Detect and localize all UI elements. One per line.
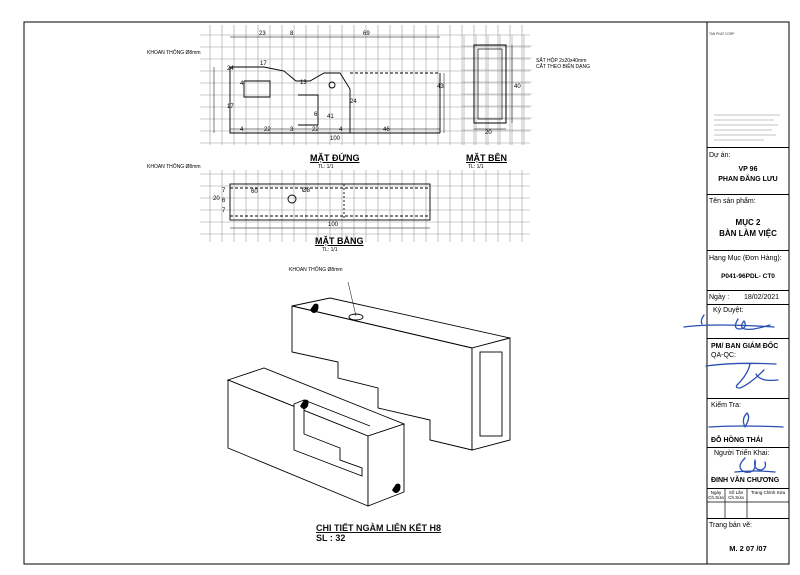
material-note: CẮT THEO BIÊN DẠNG — [536, 64, 590, 70]
title-block-divider — [707, 250, 789, 251]
title-block-divider — [707, 398, 789, 399]
dim-label: 69 — [363, 31, 370, 37]
deploy-label: Người Triển Khai: — [714, 450, 770, 457]
date-label: Ngày : — [709, 294, 730, 301]
dim-label: 22 — [312, 127, 319, 133]
plan-view-grid — [200, 170, 530, 242]
dim-label: 20 — [213, 196, 220, 202]
dim-label: 100 — [328, 222, 339, 228]
plan-view-title: MẶT BẰNG — [315, 236, 364, 246]
title-block-divider — [707, 518, 789, 519]
dim-label: 7 — [222, 188, 226, 194]
dim-label: 4 — [240, 127, 244, 133]
qaqc-signature — [705, 362, 779, 389]
page-label: Trang bản vẽ: — [709, 522, 752, 529]
front-view-title: MẶT ĐỨNG — [310, 153, 360, 163]
dim-label: Ø8 — [302, 188, 311, 194]
approved-label: Ký Duyệt: — [713, 307, 744, 314]
dim-label: 7 — [222, 208, 226, 214]
drill-note: KHOAN THÔNG Ø8mm — [289, 267, 343, 273]
checker-signature — [708, 412, 784, 428]
title-block-divider — [707, 194, 789, 195]
dim-label: 24 — [227, 66, 234, 72]
date-value: 18/02/2021 — [744, 294, 780, 301]
dim-label: 17 — [227, 104, 234, 110]
revision-table — [707, 488, 789, 518]
dim-label: 22 — [264, 127, 271, 133]
dim-label: 23 — [259, 31, 266, 37]
title-block-divider — [707, 290, 789, 291]
dim-label: 4 — [240, 81, 244, 87]
rev-header-count: Số Lần Ch.Sửa — [728, 490, 744, 500]
side-view-drawing — [462, 35, 532, 145]
deployer-signature — [734, 457, 776, 473]
dim-label: 13 — [300, 80, 307, 86]
qaqc-label: QA-QC: — [711, 352, 736, 359]
checker-name: ĐỖ HỒNG THÁI — [711, 437, 763, 444]
dim-label: 6 — [222, 198, 226, 204]
dim-label: 8 — [290, 31, 294, 37]
front-view-scale: TL: 1/1 — [318, 164, 334, 170]
item-code: P041-96PDL- CT0 — [721, 273, 775, 280]
company-info-block — [714, 112, 784, 142]
dim-label: 41 — [327, 114, 334, 120]
detail-quantity: SL : 32 — [316, 533, 346, 543]
dim-label: 17 — [260, 61, 267, 67]
dim-label: 24 — [350, 99, 357, 105]
check-label: Kiểm Tra: — [711, 402, 741, 409]
project-name-line2: PHAN ĐĂNG LƯU — [718, 176, 778, 183]
title-block-divider — [707, 304, 789, 305]
deployer-name: ĐINH VĂN CHƯƠNG — [711, 477, 780, 484]
approval-signature — [683, 314, 775, 330]
side-view-title: MẶT BÊN — [466, 153, 507, 163]
project-name-line1: VP 96 — [738, 166, 758, 173]
company-info-lines — [714, 114, 780, 141]
drill-note: KHOAN THÔNG Ø8mm — [147, 50, 201, 56]
item-label: Hạng Mục (Đơn Hàng): — [709, 255, 782, 262]
dim-label: 60 — [251, 189, 258, 195]
board-label: PM/ BAN GIÁM ĐỐC — [711, 343, 779, 350]
dim-label: 40 — [514, 84, 521, 90]
dim-label: 43 — [437, 84, 444, 90]
drill-note: KHOAN THÔNG Ø8mm — [147, 164, 201, 170]
dim-label: 20 — [485, 130, 492, 136]
dim-label: 46 — [383, 127, 390, 133]
page-number: M. 2 07 /07 — [729, 544, 767, 553]
project-label: Dự án: — [709, 152, 731, 159]
side-view-scale: TL: 1/1 — [468, 164, 484, 170]
rev-header-date: Ngày Ch.Sửa — [708, 490, 724, 500]
plan-view-scale: TL: 1/1 — [322, 247, 338, 253]
title-block-divider — [707, 447, 789, 448]
title-block-divider — [707, 488, 789, 489]
company-header: TAN PHAT CORP — [709, 32, 735, 36]
dim-label: 4 — [339, 127, 343, 133]
front-view-grid — [200, 25, 530, 145]
dim-label: 3 — [290, 127, 294, 133]
rev-header-page: Trang Chỉnh Sửa — [750, 490, 786, 495]
dim-label: 6 — [314, 112, 318, 118]
title-block-divider — [707, 147, 789, 148]
dim-label: 100 — [330, 136, 341, 142]
isometric-drawing — [226, 281, 511, 507]
detail-title: CHI TIẾT NGÀM LIÊN KẾT H8 — [316, 523, 442, 533]
material-note: SẮT HỘP 2x20x40mm — [536, 58, 587, 64]
product-label: Tên sản phẩm: — [709, 198, 756, 205]
title-block-divider — [707, 338, 789, 339]
product-name-line2: BÀN LÀM VIỆC — [719, 229, 777, 238]
product-name-line1: MỤC 2 — [735, 218, 761, 227]
